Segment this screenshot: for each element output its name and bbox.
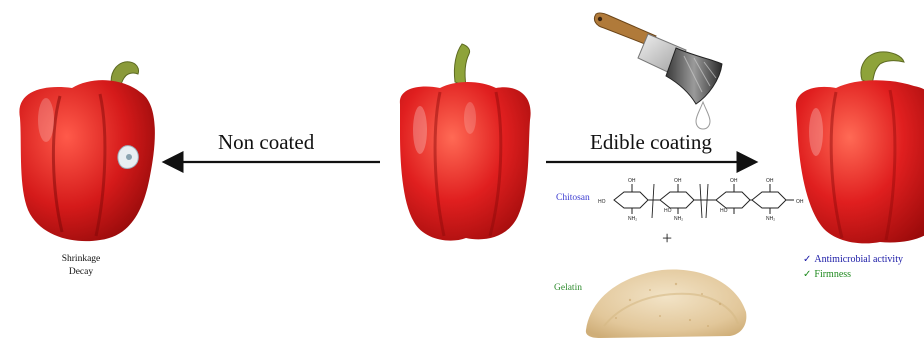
gelatin-powder-icon <box>586 269 747 338</box>
check-icon: ✓ <box>803 269 811 280</box>
chitosan-label: Chitosan <box>556 193 590 203</box>
benefit-item: ✓Firmness <box>803 267 903 282</box>
gelatin-label: Gelatin <box>554 283 582 293</box>
plus-sign: + <box>662 228 672 249</box>
svg-text:OH: OH <box>796 199 804 205</box>
svg-text:NH₂: NH₂ <box>766 216 775 222</box>
check-icon: ✓ <box>803 254 811 265</box>
svg-text:OH: OH <box>628 178 636 184</box>
outcome-label: Shrinkage Decay <box>52 253 110 279</box>
edible-coating-label: Edible coating <box>590 130 712 155</box>
benefit-item: ✓Antimicrobial activity <box>803 252 903 267</box>
svg-text:OH: OH <box>730 178 738 184</box>
svg-text:OH: OH <box>766 178 774 184</box>
pepper-icon <box>796 52 924 244</box>
droplet-icon <box>696 102 710 129</box>
pepper-icon <box>400 44 531 241</box>
benefit-text: Antimicrobial activity <box>814 254 903 265</box>
svg-text:NH₂: NH₂ <box>628 216 637 222</box>
svg-text:OH: OH <box>674 178 682 184</box>
brush-icon <box>594 13 722 104</box>
chitosan-structure-icon <box>614 184 794 218</box>
decay-label: Decay <box>52 266 110 279</box>
svg-text:NH₂: NH₂ <box>674 216 683 222</box>
non-coated-label: Non coated <box>218 130 314 155</box>
svg-text:HO: HO <box>664 208 672 214</box>
benefit-text: Firmness <box>814 269 851 280</box>
pepper-icon <box>19 62 154 241</box>
svg-text:HO: HO <box>598 199 606 205</box>
svg-text:HO: HO <box>720 208 728 214</box>
shrinkage-label: Shrinkage <box>52 253 110 266</box>
benefits-list: ✓Antimicrobial activity ✓Firmness <box>803 252 903 282</box>
